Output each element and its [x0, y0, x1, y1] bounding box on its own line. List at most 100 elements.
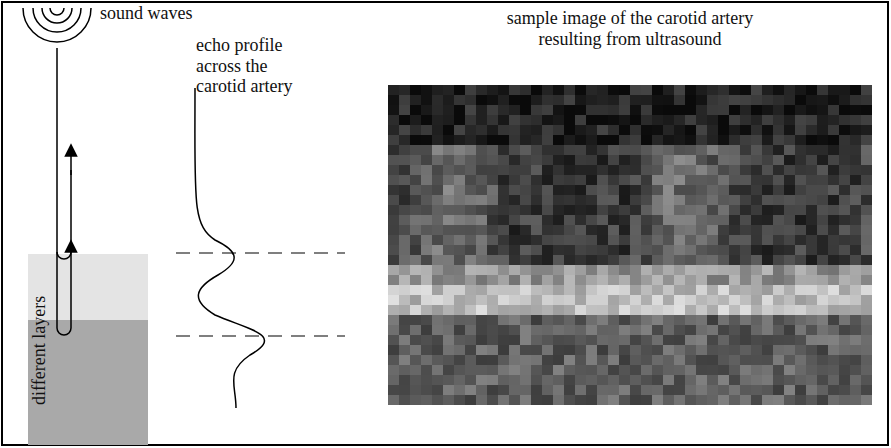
image-cell	[465, 165, 476, 175]
image-cell	[707, 225, 718, 235]
image-cell	[531, 145, 542, 155]
image-cell	[751, 225, 762, 235]
image-cell	[597, 95, 608, 105]
dashed-guides	[176, 253, 345, 336]
image-cell	[718, 115, 729, 125]
image-cell	[773, 95, 784, 105]
image-cell	[740, 265, 751, 275]
image-cell	[685, 115, 696, 125]
image-cell	[432, 295, 443, 305]
image-cell	[674, 225, 685, 235]
image-cell	[564, 295, 575, 305]
image-cell	[773, 385, 784, 395]
image-cell	[619, 395, 630, 405]
image-cell	[630, 385, 641, 395]
image-cell	[476, 105, 487, 115]
image-cell	[641, 105, 652, 115]
image-cell	[828, 145, 839, 155]
image-cell	[388, 345, 399, 355]
image-cell	[399, 255, 410, 265]
image-cell	[817, 125, 828, 135]
image-cell	[520, 225, 531, 235]
image-cell	[707, 375, 718, 385]
image-cell	[652, 145, 663, 155]
image-cell	[564, 215, 575, 225]
image-cell	[630, 285, 641, 295]
image-cell	[630, 265, 641, 275]
image-cell	[564, 165, 575, 175]
image-cell	[498, 85, 509, 95]
image-cell	[663, 135, 674, 145]
image-cell	[861, 275, 872, 285]
image-cell	[773, 275, 784, 285]
image-cell	[652, 335, 663, 345]
image-cell	[487, 105, 498, 115]
image-cell	[399, 145, 410, 155]
image-cell	[564, 285, 575, 295]
image-cell	[443, 105, 454, 115]
image-cell	[432, 225, 443, 235]
image-cell	[839, 215, 850, 225]
image-cell	[498, 395, 509, 405]
image-cell	[520, 255, 531, 265]
image-cell	[740, 235, 751, 245]
image-cell	[619, 235, 630, 245]
image-cell	[850, 255, 861, 265]
image-cell	[608, 395, 619, 405]
image-cell	[509, 355, 520, 365]
image-cell	[663, 325, 674, 335]
image-cell	[707, 165, 718, 175]
image-cell	[795, 295, 806, 305]
image-cell	[718, 375, 729, 385]
image-cell	[454, 285, 465, 295]
image-cell	[432, 215, 443, 225]
image-cell	[795, 365, 806, 375]
image-cell	[531, 95, 542, 105]
image-cell	[784, 275, 795, 285]
image-cell	[586, 385, 597, 395]
image-cell	[663, 145, 674, 155]
image-cell	[476, 135, 487, 145]
image-cell	[619, 245, 630, 255]
image-cell	[498, 265, 509, 275]
image-cell	[586, 245, 597, 255]
image-cell	[861, 385, 872, 395]
image-cell	[443, 85, 454, 95]
image-cell	[619, 105, 630, 115]
image-cell	[663, 395, 674, 405]
image-cell	[740, 345, 751, 355]
image-cell	[410, 95, 421, 105]
image-cell	[817, 165, 828, 175]
image-cell	[861, 235, 872, 245]
image-cell	[751, 205, 762, 215]
image-cell	[531, 215, 542, 225]
image-cell	[520, 355, 531, 365]
image-cell	[861, 295, 872, 305]
image-cell	[850, 325, 861, 335]
image-cell	[443, 95, 454, 105]
image-cell	[575, 385, 586, 395]
image-cell	[751, 155, 762, 165]
image-cell	[828, 115, 839, 125]
image-cell	[663, 255, 674, 265]
image-cell	[619, 335, 630, 345]
image-cell	[685, 155, 696, 165]
image-cell	[476, 395, 487, 405]
image-cell	[410, 245, 421, 255]
image-cell	[432, 345, 443, 355]
image-cell	[751, 115, 762, 125]
image-cell	[630, 315, 641, 325]
image-cell	[828, 185, 839, 195]
image-cell	[509, 325, 520, 335]
image-cell	[465, 275, 476, 285]
echo-paths	[57, 48, 71, 335]
image-cell	[432, 165, 443, 175]
image-cell	[718, 125, 729, 135]
image-cell	[542, 185, 553, 195]
image-cell	[520, 195, 531, 205]
image-cell	[443, 205, 454, 215]
image-cell	[740, 225, 751, 235]
image-cell	[652, 315, 663, 325]
image-cell	[421, 105, 432, 115]
image-cell	[388, 235, 399, 245]
